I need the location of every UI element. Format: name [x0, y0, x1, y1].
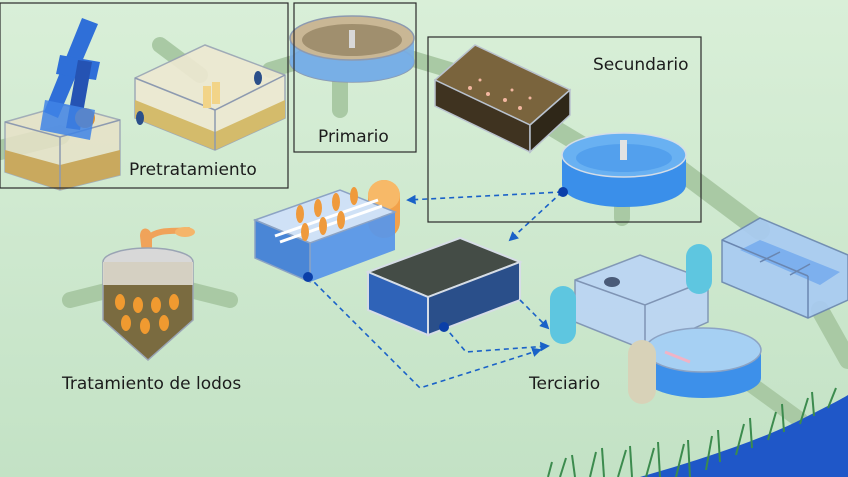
- label-primario: Primario: [318, 127, 389, 147]
- label-secundario: Secundario: [593, 55, 688, 75]
- label-terciario: Terciario: [529, 374, 600, 394]
- clarifier-icon: [290, 16, 414, 82]
- secondary-clarifier-icon: [562, 133, 686, 207]
- label-pretratamiento: Pretratamiento: [129, 160, 257, 180]
- label-lodos: Tratamiento de lodos: [62, 374, 241, 394]
